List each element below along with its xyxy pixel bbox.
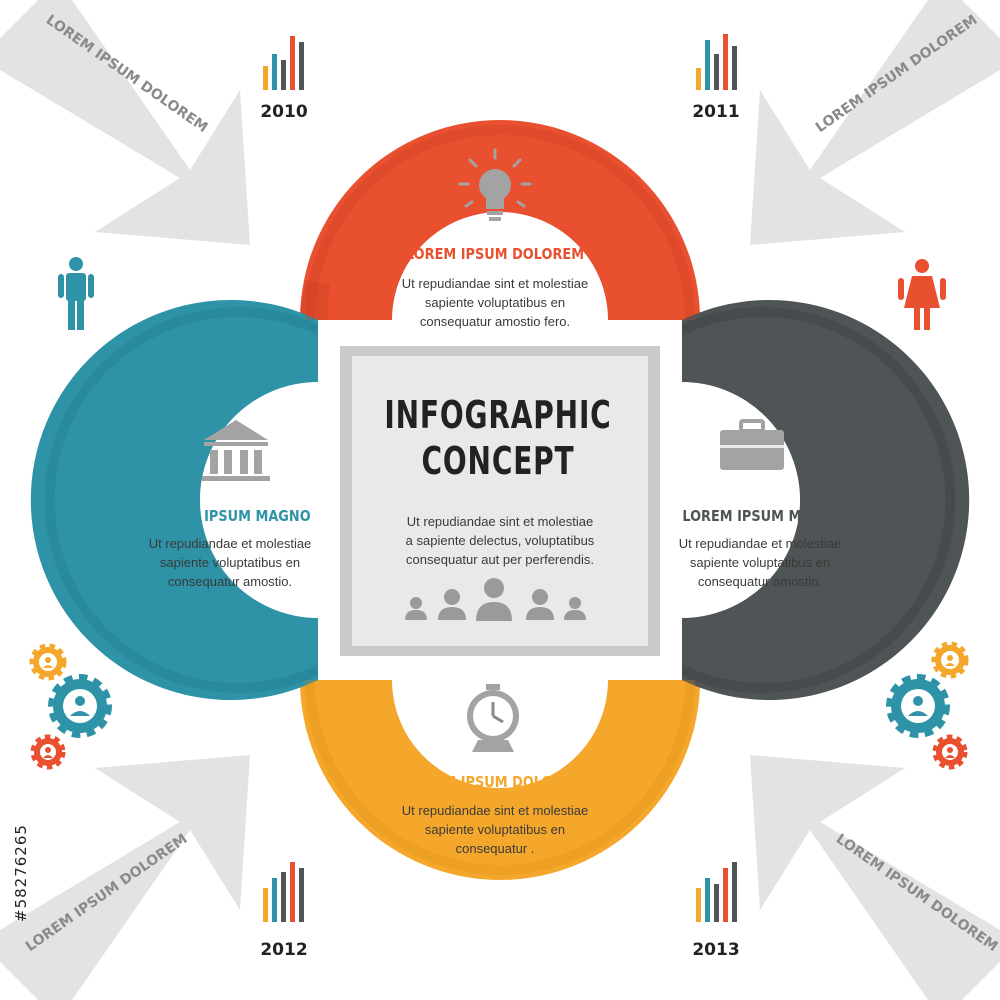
arrow-bottom-right (750, 755, 1000, 1000)
left-heading: LOREM IPSUM MAGNO (149, 507, 311, 525)
bottom-text: Ut repudiandae sint et molestiae sapient… (380, 801, 610, 858)
left-text-line: Ut repudiandae et molestiae (148, 536, 312, 551)
top-text-line: consequatur amostio fero. (419, 314, 571, 329)
bottom-text-line: consequatur . (455, 841, 535, 856)
bottom-heading: LOREM IPSUM DOLOREM (405, 773, 585, 791)
bottom-text-line: Ut repudiandae sint et molestiae (401, 803, 589, 818)
year-label-tr: 2011 (692, 102, 740, 122)
gears-left-icon (29, 643, 112, 770)
left-text: Ut repudiandae et molestiae sapiente vol… (130, 534, 330, 591)
top-text-line: Ut repudiandae sint et molestiae (401, 276, 589, 291)
right-text-line: consequatur amostio. (697, 574, 823, 589)
ring-bottom (300, 680, 700, 880)
ring-right (682, 300, 970, 700)
lightbulb-icon (458, 148, 532, 221)
bar-chart-icon-bl (263, 862, 304, 922)
gears-right-icon (886, 641, 969, 770)
year-label-bl: 2012 (260, 940, 308, 960)
man-icon (58, 257, 94, 330)
ring-left (30, 300, 318, 700)
center-title: INFOGRAPHIC CONCEPT (373, 392, 622, 484)
center-title-line1: INFOGRAPHIC (384, 393, 612, 437)
center-text-line: consequatur aut per perferendis. (406, 552, 594, 567)
right-text-line: Ut repudiandae et molestiae (678, 536, 842, 551)
stock-id-label: #58276265 (12, 824, 30, 922)
center-text-line: Ut repudiandae sint et molestiae (406, 514, 594, 529)
bottom-text-line: sapiente voluptatibus en (424, 822, 566, 837)
stopwatch-icon (467, 684, 519, 752)
people-group-icon (405, 578, 586, 621)
right-text: Ut repudiandae et molestiae sapiente vol… (660, 534, 860, 591)
arrow-top-right (750, 0, 1000, 245)
top-heading: LOREM IPSUM DOLOREM (405, 245, 585, 263)
bar-chart-icon-br (696, 862, 737, 922)
right-heading: LOREM IPSUM MAGNO (682, 507, 844, 525)
bank-icon (202, 420, 270, 481)
woman-icon (898, 259, 946, 330)
left-text-line: consequatur amostio. (167, 574, 293, 589)
right-text-line: sapiente voluptatibus en (689, 555, 831, 570)
top-text: Ut repudiandae sint et molestiae sapient… (380, 274, 610, 331)
arrow-top-left (0, 0, 250, 245)
briefcase-icon (720, 419, 784, 470)
top-text-line: sapiente voluptatibus en (424, 295, 566, 310)
bar-chart-icon-tr (696, 34, 737, 90)
center-title-line2: CONCEPT (421, 439, 575, 483)
center-text-line: a sapiente delectus, voluptatibus (405, 533, 595, 548)
left-text-line: sapiente voluptatibus en (159, 555, 301, 570)
year-label-tl: 2010 (260, 102, 308, 122)
year-label-br: 2013 (692, 940, 740, 960)
ring-top (300, 120, 700, 320)
center-text: Ut repudiandae sint et molestiae a sapie… (352, 512, 648, 569)
arrow-bottom-left (0, 755, 250, 1000)
bar-chart-icon-tl (263, 36, 304, 90)
